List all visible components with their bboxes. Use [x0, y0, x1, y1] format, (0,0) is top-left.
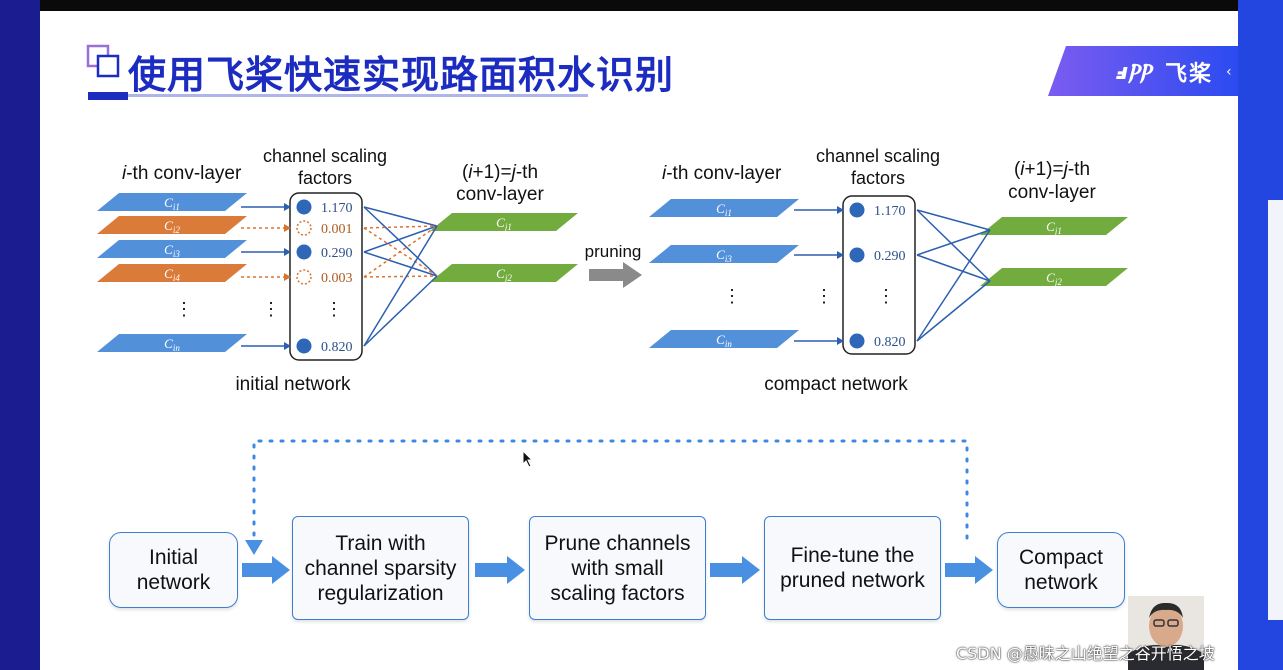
initial-network-panel: i-th conv-layer channel scaling factors … — [97, 146, 578, 395]
pruning-label: pruning — [585, 242, 642, 261]
slide-title: 使用飞桨快速实现路面积水识别 — [128, 53, 675, 97]
left-factor-value-4: 0.003 — [321, 271, 353, 286]
right-side-panel-content — [1268, 200, 1283, 620]
left-output-1: Cj1 — [430, 213, 578, 232]
title-square-icon — [86, 44, 120, 78]
left-scaling-header-line1: channel scaling — [263, 146, 387, 166]
left-channel-2: Ci2 — [97, 216, 247, 235]
left-next-layer-line2: conv-layer — [456, 184, 544, 205]
left-ellipsis-3: ⋮ — [325, 299, 343, 319]
right-output-1: Cj1 — [980, 217, 1128, 236]
flow-finetune-label: Fine-tune the pruned network — [780, 544, 925, 592]
right-factor-2: 0.290 — [794, 247, 906, 264]
paddle-logo-badge: ⅎⲢⲢ ‹ — [1048, 46, 1238, 96]
left-factor-1: 1.170 — [241, 199, 353, 216]
right-output-2: Cj2 — [980, 268, 1128, 287]
right-next-layer-line1: (i+1)=j-th — [1014, 159, 1090, 180]
left-factor-2: 0.001 — [241, 220, 353, 237]
left-factor-value-5: 0.820 — [321, 340, 353, 355]
flow-initial-label: Initial network — [136, 546, 211, 594]
right-ellipsis-1: ⋮ — [723, 286, 741, 306]
left-scaling-header-line2: factors — [298, 168, 352, 188]
left-ellipsis-2: ⋮ — [262, 299, 280, 319]
initial-network-caption: initial network — [235, 374, 351, 395]
right-scaling-header-line2: factors — [851, 168, 905, 188]
right-next-layer-line2: conv-layer — [1008, 182, 1096, 203]
paddle-logo-mark: ⅎⲢⲢ — [1116, 60, 1154, 85]
right-factor-3: 0.820 — [794, 333, 906, 350]
flow-prune-label: Prune channels with small scaling factor… — [544, 531, 691, 605]
right-factor-box — [842, 195, 916, 355]
left-bar — [0, 0, 40, 670]
csdn-watermark: CSDN @愚昧之山绝望之谷开悟之坡 — [956, 644, 1215, 663]
left-layer-label: i-th conv-layer — [122, 163, 242, 184]
right-factor-value-1: 1.170 — [874, 204, 906, 219]
right-ellipsis-3: ⋮ — [877, 286, 895, 306]
flow-compact-network: Compact network — [997, 532, 1125, 608]
left-next-layer-line1: (i+1)=j-th — [462, 162, 538, 183]
feedback-loop — [245, 439, 969, 555]
left-factor-value-1: 1.170 — [321, 201, 353, 216]
left-channel-1: Ci1 — [97, 193, 247, 212]
left-channel-4: Ci4 — [97, 264, 247, 283]
flow-prune-step: Prune channels with small scaling factor… — [529, 516, 706, 620]
left-factor-value-3: 0.290 — [321, 246, 353, 261]
right-channel-2: Ci3 — [649, 245, 799, 264]
flow-train-label: Train with channel sparsity regularizati… — [304, 531, 457, 605]
flow-arrows — [242, 556, 993, 584]
left-factor-4: 0.003 — [241, 269, 353, 286]
right-layer-label: i-th conv-layer — [662, 163, 782, 184]
right-channel-1: Ci1 — [649, 199, 799, 218]
left-factor-3: 0.290 — [241, 244, 353, 261]
right-channel-3: Cin — [649, 330, 799, 349]
presenter-video-thumbnail — [1128, 596, 1204, 670]
flow-train-step: Train with channel sparsity regularizati… — [292, 516, 469, 620]
flow-compact-label: Compact network — [1018, 546, 1104, 594]
right-factor-value-2: 0.290 — [874, 249, 906, 264]
left-output-2: Cj2 — [430, 264, 578, 283]
left-channel-3: Ci3 — [97, 240, 247, 259]
mouse-cursor-icon — [522, 450, 534, 468]
pruning-arrow: pruning — [585, 242, 642, 288]
right-factor-1: 1.170 — [794, 202, 906, 219]
svg-text:‹: ‹ — [1226, 64, 1232, 80]
paddle-logo-text: 飞桨 — [1165, 62, 1214, 87]
right-scaling-header-line1: channel scaling — [816, 146, 940, 166]
flow-finetune-step: Fine-tune the pruned network — [764, 516, 941, 620]
left-ellipsis-1: ⋮ — [175, 299, 193, 319]
right-factor-value-3: 0.820 — [874, 335, 906, 350]
title-underline — [88, 94, 588, 97]
left-factor-value-2: 0.001 — [321, 222, 353, 237]
flow-initial-network: Initial network — [109, 532, 238, 608]
right-ellipsis-2: ⋮ — [815, 286, 833, 306]
left-channel-5: Cin — [97, 334, 247, 353]
compact-network-caption: compact network — [764, 374, 908, 395]
title-underline-accent — [88, 92, 128, 100]
left-factor-5: 0.820 — [241, 338, 353, 355]
compact-network-panel: i-th conv-layer channel scaling factors … — [649, 146, 1128, 395]
top-bar — [40, 0, 1238, 11]
